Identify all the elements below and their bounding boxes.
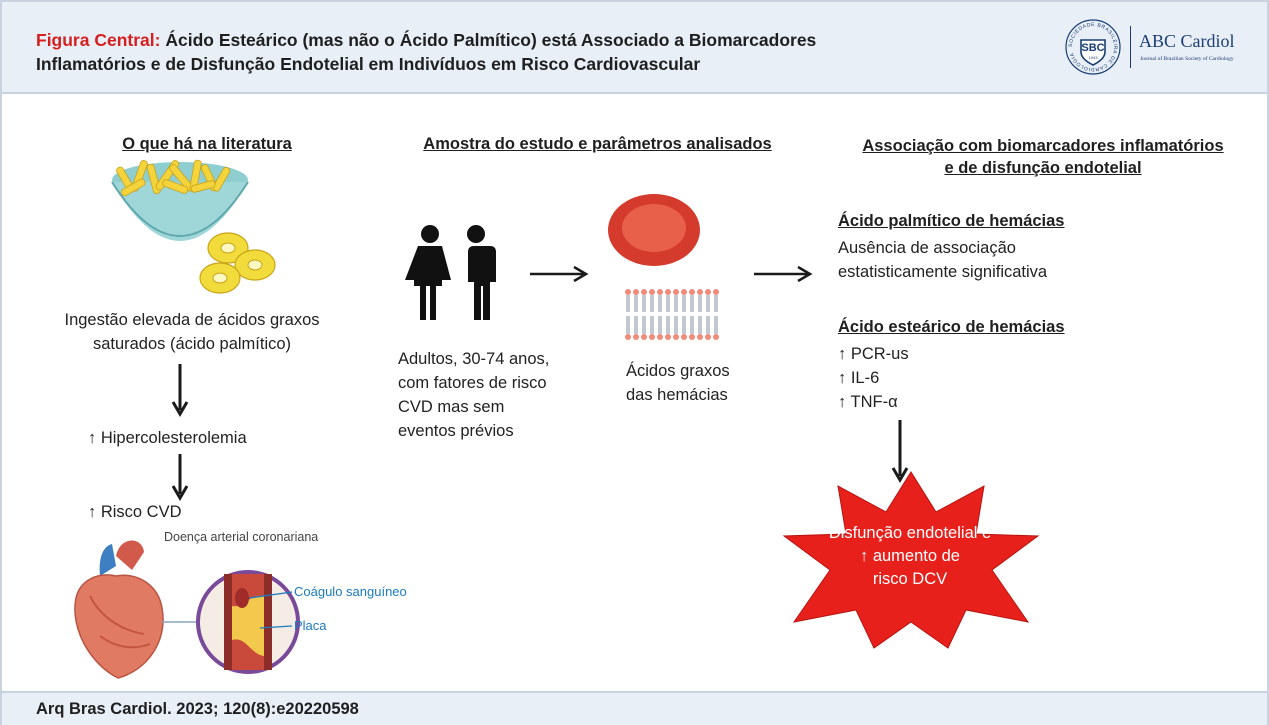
- outcome-line-1: Disfunção endotelial e: [828, 524, 992, 542]
- outcome-line-2: ↑ aumento de: [860, 547, 960, 565]
- sample-line-2: com fatores de risco: [398, 374, 547, 392]
- sample-line-4: eventos prévios: [398, 422, 514, 440]
- stearic-heading: Ácido esteárico de hemácias: [838, 318, 1065, 336]
- title-line-2: Inflamatórios e de Disfunção Endotelial …: [36, 54, 701, 74]
- journal-subtitle: Journal of Brazilian Society of Cardiolo…: [1140, 56, 1234, 62]
- outcome-star-icon: [782, 471, 1040, 649]
- palmitic-result: Ausência de associação estatisticamente …: [838, 236, 1138, 284]
- citation: Arq Bras Cardiol. 2023; 120(8):e20220598: [36, 700, 359, 718]
- left-heading: O que há na literatura: [122, 135, 292, 153]
- title-prefix: Figura Central:: [36, 30, 161, 50]
- fatty-acids-line-1: Ácidos graxos: [626, 362, 730, 380]
- right-arrow-1-icon: [530, 265, 589, 283]
- stearic-result-crp: ↑ PCR-us: [838, 345, 909, 363]
- disease-label: Doença arterial coronariana: [164, 530, 319, 544]
- down-arrow-3-icon: [891, 420, 909, 483]
- journal-name: ABC Cardiol: [1139, 31, 1235, 51]
- sample-line-1: Adultos, 30-74 anos,: [398, 350, 550, 368]
- sample-description: Adultos, 30-74 anos, com fatores de risc…: [398, 347, 588, 443]
- hypercholesterolemia-text: ↑ Hipercolesterolemia: [88, 429, 247, 447]
- seal-text: SBC: [1081, 42, 1104, 54]
- footer-bar: Arq Bras Cardiol. 2023; 120(8):e20220598: [2, 691, 1267, 725]
- outcome-text: Disfunção endotelial e ↑ aumento de risc…: [810, 522, 1010, 591]
- sample-line-3: CVD mas sem: [398, 398, 505, 416]
- logo-divider: [1130, 26, 1131, 68]
- palmitic-heading: Ácido palmítico de hemácias: [838, 212, 1065, 230]
- clot-label: Coágulo sanguíneo: [294, 584, 407, 599]
- figure-title: Figura Central: Ácido Esteárico (mas não…: [36, 28, 976, 76]
- plaque-label: Placa: [294, 618, 327, 633]
- down-arrow-2-icon: [171, 454, 189, 501]
- palmitic-result-line-2: estatisticamente significativa: [838, 263, 1048, 281]
- right-heading-line-1: Associação com biomarcadores inflamatóri…: [862, 137, 1224, 155]
- palmitic-result-line-1: Ausência de associação: [838, 239, 1016, 257]
- header-bar: Figura Central: Ácido Esteárico (mas não…: [2, 2, 1267, 94]
- middle-heading: Amostra do estudo e parâmetros analisado…: [423, 135, 772, 153]
- food-bowl-icon: [111, 159, 276, 294]
- fatty-acids-label: Ácidos graxos das hemácias: [626, 359, 766, 407]
- journal-logo: SOCIEDADE BRASILEIRA DE CARDIOLOGIA SBC …: [1064, 18, 1254, 76]
- stearic-results: ↑ PCR-us ↑ IL-6 ↑ TNF-α: [838, 342, 1038, 414]
- right-heading: Associação com biomarcadores inflamatóri…: [828, 135, 1258, 179]
- outcome-line-3: risco DCV: [872, 570, 948, 588]
- stearic-result-tnf: ↑ TNF-α: [838, 393, 898, 411]
- heart-artery-icon: [74, 540, 300, 679]
- people-icon: [405, 225, 496, 320]
- title-line-1: Ácido Esteárico (mas não o Ácido Palmíti…: [165, 30, 817, 50]
- sbc-seal-icon: SOCIEDADE BRASILEIRA DE CARDIOLOGIA SBC …: [1065, 19, 1121, 75]
- red-blood-cell-icon: [608, 194, 700, 266]
- right-arrow-2-icon: [754, 265, 813, 283]
- lipid-bilayer-icon: [625, 289, 719, 340]
- intake-text: Ingestão elevada de ácidos graxos satura…: [64, 311, 320, 353]
- fatty-acids-line-2: das hemácias: [626, 386, 728, 404]
- stearic-result-il6: ↑ IL-6: [838, 369, 880, 387]
- down-arrow-1-icon: [171, 364, 189, 417]
- right-heading-line-2: e de disfunção endotelial: [944, 159, 1142, 177]
- cvd-risk-text: ↑ Risco CVD: [88, 503, 182, 521]
- seal-year: 1943: [1089, 55, 1099, 60]
